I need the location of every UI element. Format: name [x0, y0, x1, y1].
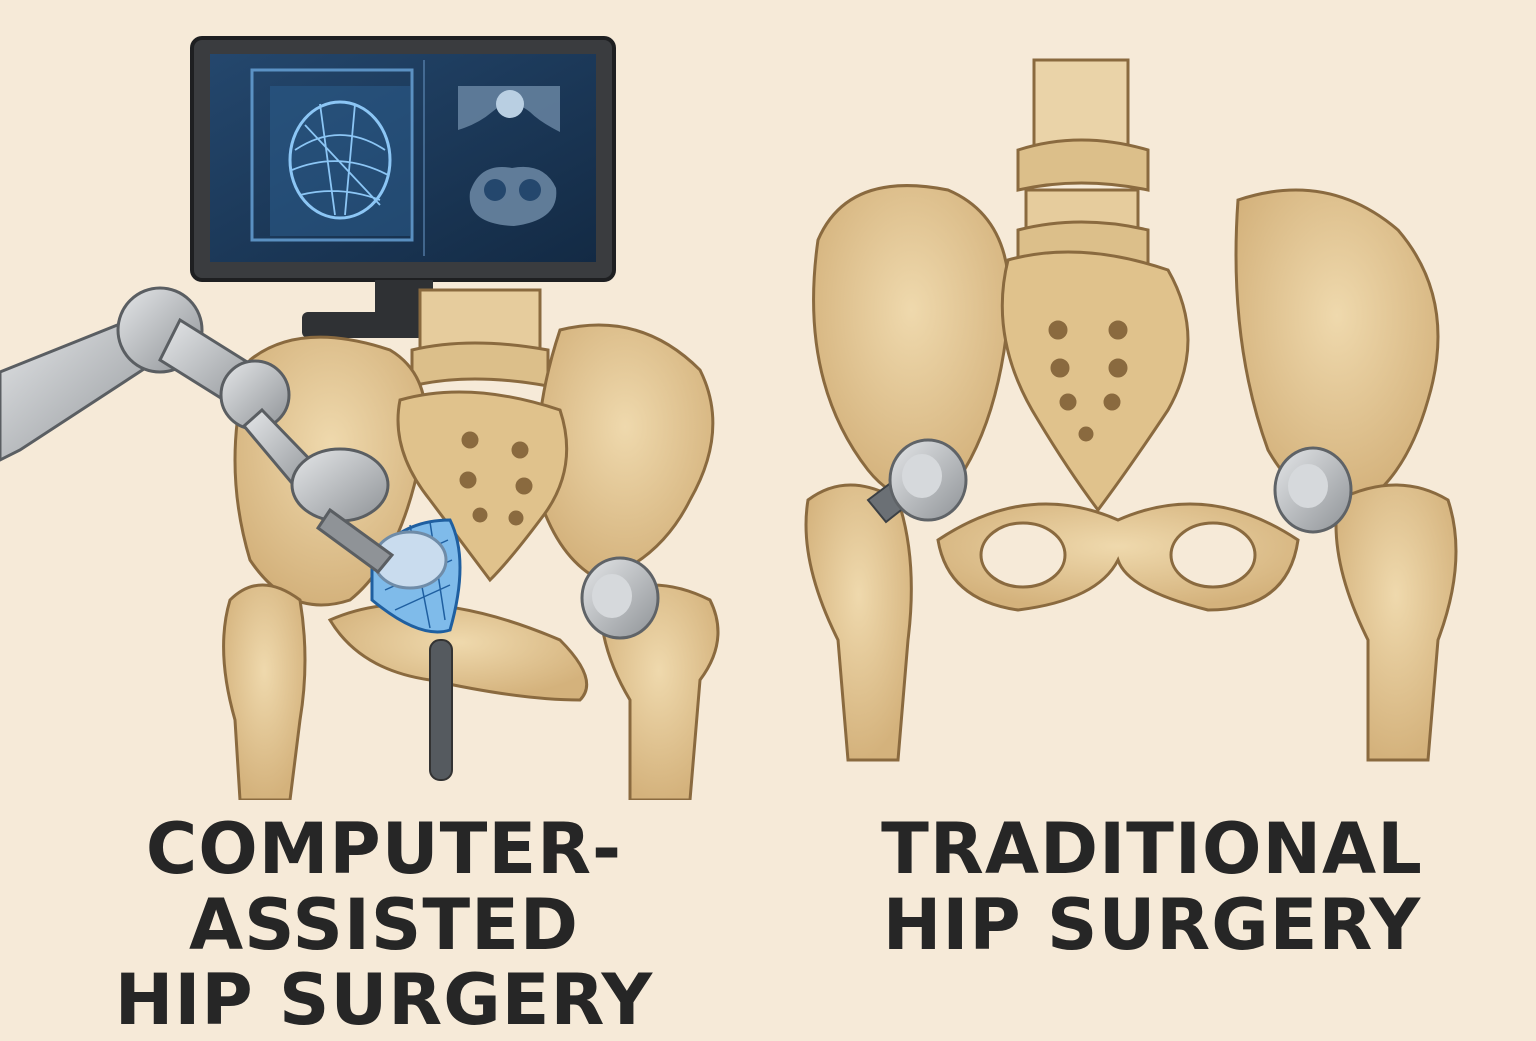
right-caption-line2: HIP SURGERY: [882, 883, 1422, 966]
hip-implant-left-icon: [866, 438, 968, 524]
left-caption: COMPUTER-ASSISTED HIP SURGERY: [0, 808, 768, 1041]
navigation-cup-icon: [370, 518, 462, 634]
hip-implant-icon: [580, 556, 660, 640]
traditional-panel: TRADITIONAL HIP SURGERY: [768, 0, 1536, 1024]
skull-scan-icon: [250, 68, 414, 242]
computer-assisted-illustration: [0, 36, 720, 800]
pelvis-scan-icon: [458, 86, 560, 226]
right-caption-line1: TRADITIONAL: [881, 808, 1423, 890]
femoral-stem-icon: [429, 639, 453, 781]
pelvis-icon: [222, 288, 720, 800]
traditional-illustration: [804, 58, 1458, 762]
robotic-arm-icon: [0, 286, 395, 575]
right-caption: TRADITIONAL HIP SURGERY: [768, 808, 1536, 966]
computer-assisted-panel: COMPUTER-ASSISTED HIP SURGERY: [0, 0, 768, 1038]
left-caption-line2: HIP SURGERY: [114, 959, 654, 1041]
computer-monitor-icon: [190, 36, 616, 338]
hip-implant-right-icon: [1273, 446, 1353, 534]
pelvis-icon: [804, 58, 1458, 762]
left-caption-line1: COMPUTER-ASSISTED: [145, 808, 623, 966]
